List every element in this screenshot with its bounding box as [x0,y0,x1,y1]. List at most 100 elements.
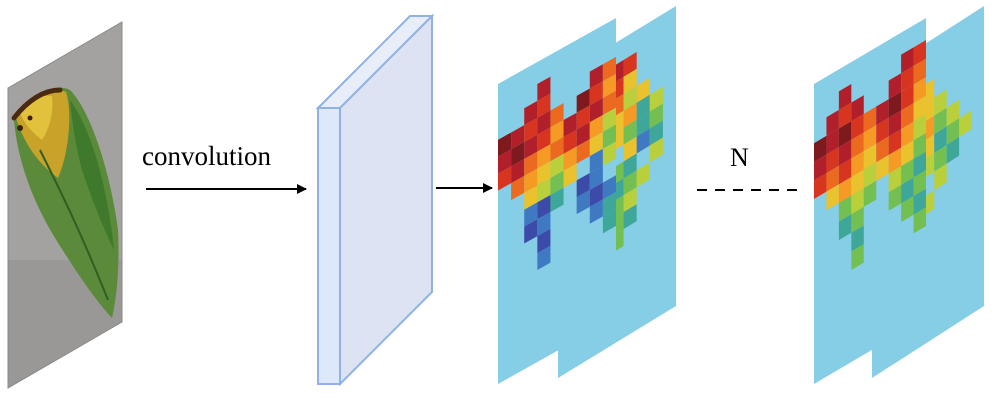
heatmap-cell [888,91,902,118]
heatmap-cell [623,102,637,128]
heatmap-cell [946,118,960,145]
heatmap-cell [511,158,525,184]
heatmap-cell [623,153,637,179]
heatmap-cell [876,136,889,163]
heatmap-cell [934,163,947,191]
heatmap-cell [913,151,926,178]
heatmap-cell [888,129,902,155]
heatmap-cell [550,136,564,162]
heatmap-cell [537,144,551,169]
heatmap-cell [550,103,564,128]
heatmap-cell [934,89,947,116]
heatmap-cell [863,180,877,207]
heatmap-cell [913,77,926,104]
heatmap-cell [524,100,538,126]
heatmap-cell [576,173,590,198]
heatmap-cell [934,145,947,172]
heatmap-cell [913,95,926,122]
heatmap-cell [913,58,926,85]
heatmap-cell [550,170,564,196]
heatmap-cell [913,170,926,197]
heatmap-cell [838,102,852,129]
heatmap-cell [814,173,827,199]
heatmap-cell [636,111,650,137]
heatmap-cell [649,103,663,129]
heatmap-cell [602,56,616,82]
heatmap-cell [649,86,663,112]
heatmap-cell [863,162,877,189]
heatmap-cell [589,199,603,224]
heatmap-cell [838,195,852,222]
heatmap-cell [901,140,914,167]
heatmap-cell [913,207,926,234]
heatmap-cell [851,206,864,233]
heatmap-cell [524,202,538,227]
heatmap-cell [913,133,926,159]
heatmap-cell [851,95,864,122]
heatmap-cell [876,155,889,181]
heatmap-cell [913,40,926,66]
heatmap-cell [537,245,551,270]
heatmap-cell [901,47,914,74]
heatmap-cell [602,175,616,200]
heatmap-cell [576,88,590,113]
heatmap-cell [537,211,551,237]
heatmap-cell [838,84,852,110]
heatmap-cell [537,110,551,135]
heatmap-cell [511,142,525,167]
heatmap-cell [563,163,577,188]
heatmap-cell [913,114,926,141]
heatmap-cell [959,110,972,137]
heatmap-cell [636,77,650,103]
heatmap-cell [602,73,616,99]
heatmap-cell [623,119,637,145]
heatmap-cell [524,168,538,193]
heatmap-cell [563,112,577,137]
convolution-label: convolution [142,141,271,171]
heatmap-cell [946,137,960,164]
heatmap-cell [537,195,551,220]
heatmap-cell [901,84,914,111]
heatmap-cell [814,154,827,181]
heatmap-cell [901,158,914,185]
heatmap-cell [851,151,864,177]
heatmap-cell [576,105,590,130]
n-label: N [730,143,749,172]
heatmap-cell [913,188,926,215]
heatmap-cell [838,139,852,166]
heatmap-cell [946,99,960,127]
heatmap-cell [826,128,839,155]
heatmap-cell [550,153,564,179]
heatmap-cell [876,99,889,126]
heatmap-cell [623,68,637,94]
heatmap-cell [814,135,827,162]
heatmap-cell [851,113,864,140]
heatmap-cell [851,188,864,215]
heatmap-cell [901,177,914,204]
heatmap-cell [537,161,551,186]
heatmap-cell [524,219,538,244]
heatmap-cell [888,166,902,193]
heatmap-cell [901,196,914,223]
heatmap-cell [537,76,551,101]
heatmap-cell [576,122,590,147]
heatmap-cell [636,128,650,154]
heatmap-cell [498,166,512,191]
heatmap-cell [537,178,551,203]
heatmap-cell [851,244,864,270]
heatmap-cell [524,134,538,159]
heatmap-cell [826,109,839,136]
heatmap-cell [851,225,864,252]
heatmap-cell [524,185,538,210]
heatmap-cell [623,85,637,111]
heatmap-cell [623,204,637,230]
heatmap-cell [863,125,877,152]
heatmap-cell [602,141,616,166]
heatmap-cell [876,117,889,144]
heatmap-cell [589,114,603,140]
heatmap-cell [888,147,902,174]
heatmap-cell [589,182,603,207]
heatmap-cell [934,126,947,153]
heatmap-cell [863,143,877,170]
